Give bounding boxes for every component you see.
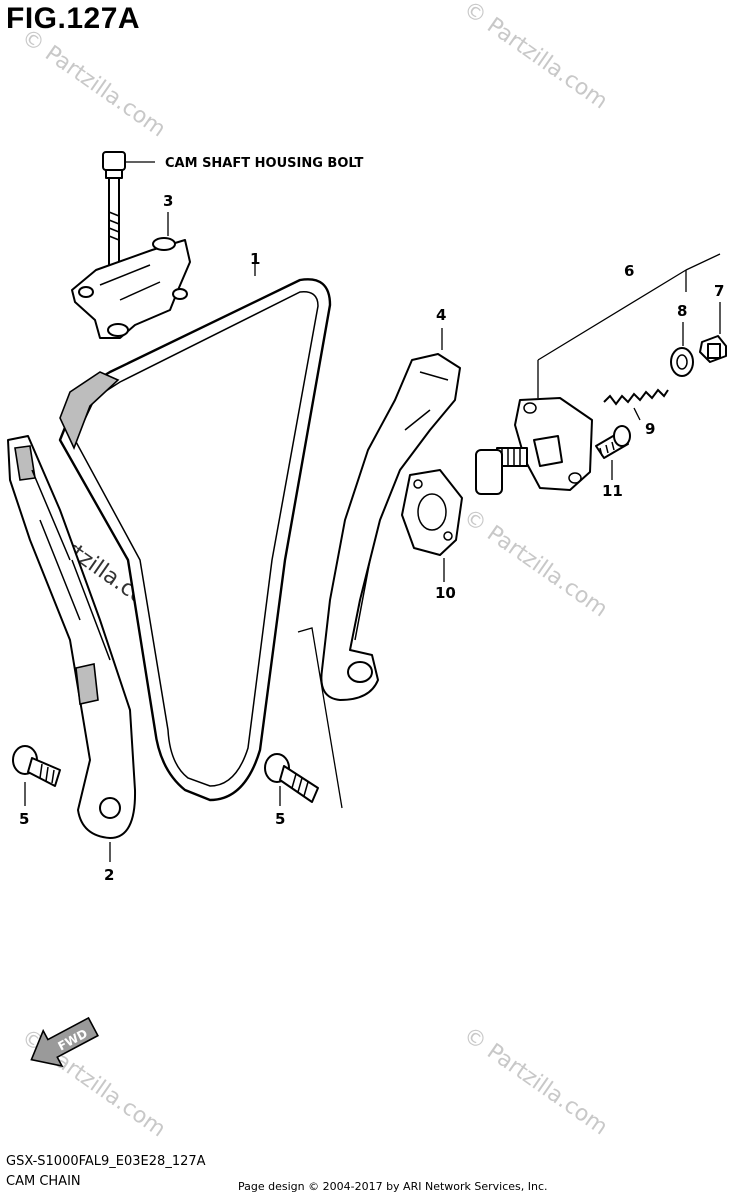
diagram-name: CAM CHAIN — [6, 1174, 81, 1189]
guide-bolt-right — [264, 753, 319, 806]
tensioner-washer — [670, 322, 694, 377]
cam-shaft-housing — [71, 212, 191, 339]
watermark-top-right: © Partzilla.com — [459, 0, 612, 114]
watermark-bottom-right: © Partzilla.com — [459, 1022, 612, 1140]
tensioner-cap-bolt — [699, 302, 727, 363]
cam-chain-guide — [320, 328, 461, 701]
page-copyright: Page design © 2004-2017 by ARI Network S… — [238, 1180, 548, 1193]
cam-shaft-housing-bolt — [102, 151, 155, 319]
callout-4: 4 — [436, 306, 446, 324]
callout-5-left: 5 — [19, 810, 29, 828]
watermark-top-left: © Partzilla.com — [17, 24, 170, 142]
tensioner-spring — [603, 388, 669, 421]
callout-10: 10 — [435, 584, 456, 602]
callout-3: 3 — [163, 192, 173, 210]
callout-1: 1 — [250, 250, 260, 268]
cam-chain — [58, 256, 332, 802]
figure-title: FIG.127A — [6, 2, 141, 35]
callout-5-right: 5 — [275, 810, 285, 828]
callout-2: 2 — [104, 866, 114, 884]
cam-chain-tensioner — [475, 253, 721, 495]
tensioner-mounting-bolt — [595, 425, 631, 480]
tensioner-gasket — [401, 469, 463, 582]
cam-chain-tensioner-guide — [7, 435, 137, 862]
guide-bolt-left — [12, 745, 61, 806]
cam-shaft-housing-bolt-label: CAM SHAFT HOUSING BOLT — [165, 156, 363, 171]
callout-8: 8 — [677, 302, 687, 320]
callout-7: 7 — [714, 282, 724, 300]
watermark-middle-right: © Partzilla.com — [459, 504, 612, 622]
callout-9: 9 — [645, 420, 655, 438]
diagram-code: GSX-S1000FAL9_E03E28_127A — [6, 1154, 206, 1169]
callout-11: 11 — [602, 482, 623, 500]
guide-reference-line — [297, 627, 343, 809]
callout-6: 6 — [624, 262, 634, 280]
